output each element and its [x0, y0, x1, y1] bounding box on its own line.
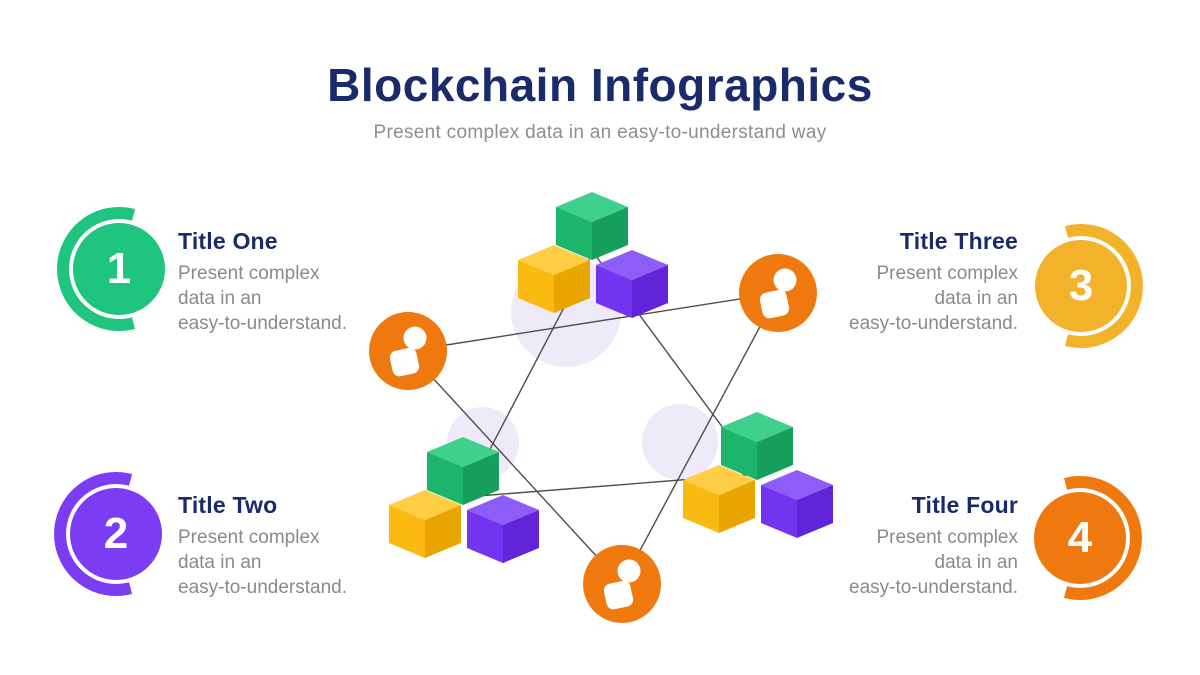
step-item-1: Title One Present complex data in an eas… [178, 228, 388, 336]
header: Blockchain Infographics Present complex … [0, 0, 1200, 144]
item-1-desc-line-3: easy-to-understand. [178, 313, 347, 334]
step-number-4: 4 [1067, 513, 1093, 562]
item-2-desc-line-2: data in an [178, 552, 262, 573]
link-userleft-userbottom [407, 350, 623, 585]
page-title: Blockchain Infographics [327, 59, 873, 111]
badge-1-arc [57, 207, 136, 331]
page-subtitle: Present complex data in an easy-to-under… [373, 122, 827, 143]
badge-1-graphic [57, 207, 165, 331]
badge-4-graphic [1034, 476, 1142, 600]
user-node-right-icon [739, 254, 817, 332]
step-number-badge-3: 3 [1016, 221, 1146, 351]
item-4-desc-line-3: easy-to-understand. [849, 577, 1018, 598]
step-number-1: 1 [106, 244, 132, 293]
item-4-description: Present complex data in an easy-to-under… [808, 525, 1018, 600]
item-2-title: Title Two [178, 492, 278, 518]
user-node-bottom-icon [583, 545, 661, 623]
badge-1-circle [73, 223, 165, 315]
item-3-desc-line-3: easy-to-understand. [849, 313, 1018, 334]
item-1-title: Title One [178, 228, 278, 254]
step-number-2: 2 [103, 509, 129, 558]
item-2-desc-line-3: easy-to-understand. [178, 577, 347, 598]
link-userleft-userright [407, 292, 779, 352]
step-number-badge-2: 2 [51, 469, 181, 599]
badge-3-arc [1064, 224, 1143, 348]
item-1-description: Present complex data in an easy-to-under… [178, 261, 388, 336]
item-1-desc-line-1: Present complex [178, 263, 320, 284]
badge-4-arc [1063, 476, 1142, 600]
badge-3-graphic [1035, 224, 1143, 348]
badge-2-circle [70, 488, 162, 580]
step-item-4: Title Four Present complex data in an ea… [808, 492, 1018, 600]
item-1-desc-line-2: data in an [178, 288, 262, 309]
step-number-3: 3 [1068, 261, 1094, 310]
item-3-title: Title Three [899, 228, 1018, 254]
step-number-badge-1: 1 [54, 204, 184, 334]
item-3-desc-line-1: Present complex [876, 263, 1018, 284]
halo-bottom-right [642, 404, 718, 480]
item-2-desc-line-1: Present complex [178, 527, 320, 548]
item-3-desc-line-2: data in an [934, 288, 1018, 309]
step-item-2: Title Two Present complex data in an eas… [178, 492, 388, 600]
item-2-description: Present complex data in an easy-to-under… [178, 525, 388, 600]
item-4-title: Title Four [911, 492, 1018, 518]
item-4-desc-line-2: data in an [934, 552, 1018, 573]
badge-2-graphic [54, 472, 162, 596]
step-number-badge-4: 4 [1015, 473, 1145, 603]
item-4-desc-line-1: Present complex [876, 527, 1018, 548]
badge-4-circle [1034, 492, 1126, 584]
badge-3-circle [1035, 240, 1127, 332]
item-3-description: Present complex data in an easy-to-under… [808, 261, 1018, 336]
link-userright-userbottom [621, 292, 779, 585]
step-item-3: Title Three Present complex data in an e… [808, 228, 1018, 336]
badge-2-arc [54, 472, 133, 596]
